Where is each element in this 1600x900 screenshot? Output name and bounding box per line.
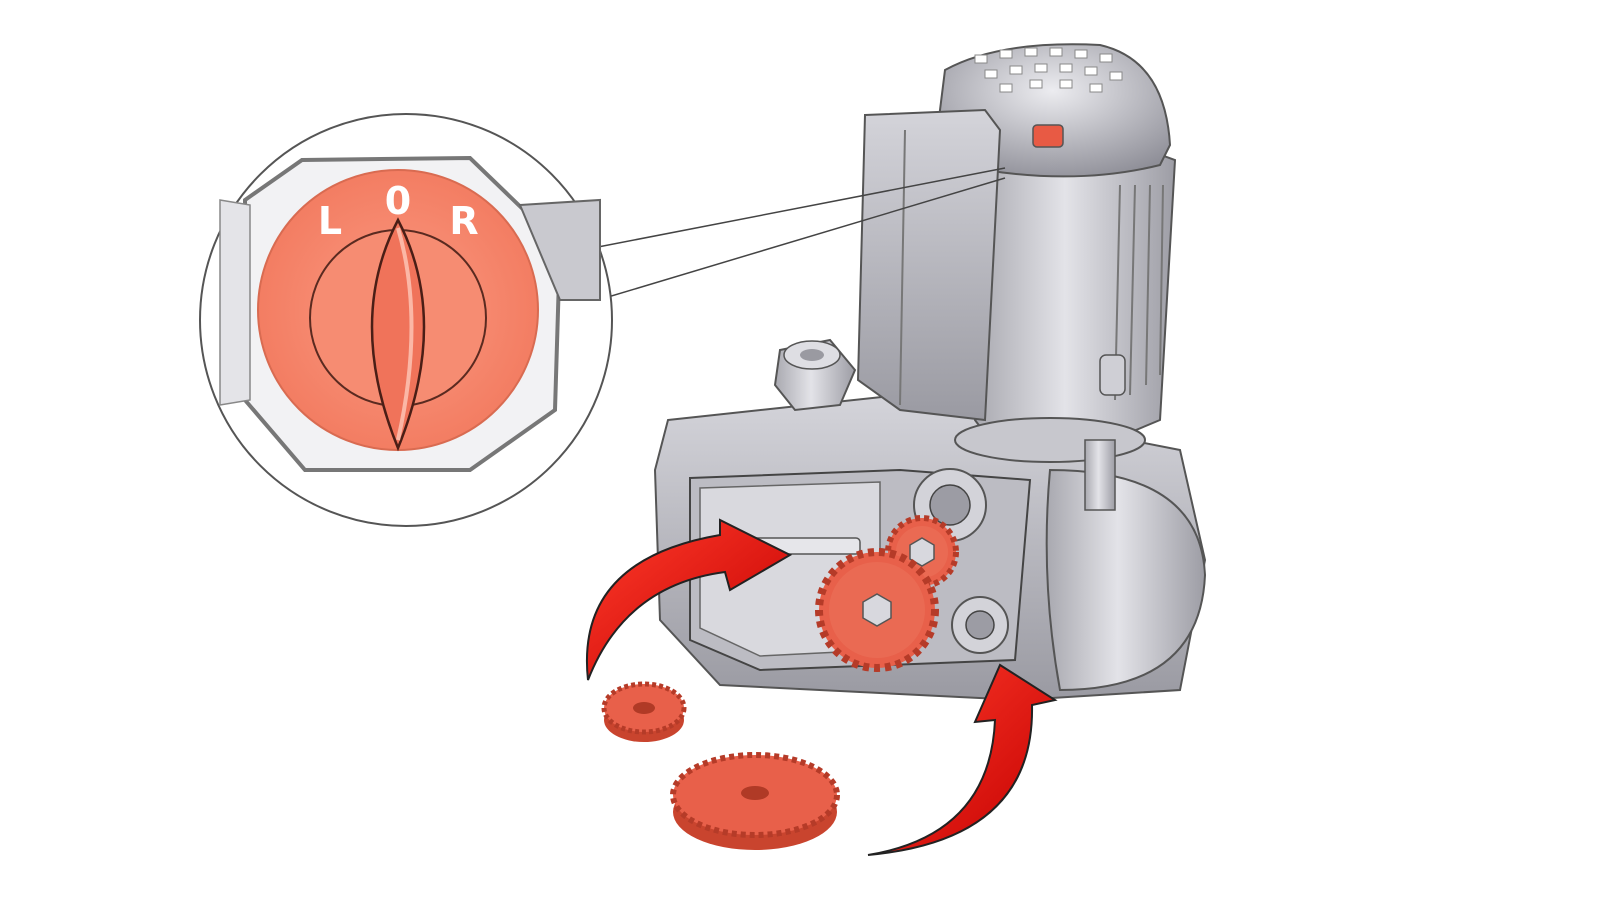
motor-selector-knob[interactable] [1032, 124, 1064, 148]
fan-cover-vents [974, 47, 1123, 93]
loose-small-gear [601, 681, 687, 742]
arrow-small-gear-in [585, 518, 793, 681]
selector-position-left: L [318, 199, 342, 243]
terminal-box [856, 108, 1002, 422]
arrow-large-gear-in [867, 663, 1058, 856]
callout-leader [597, 167, 1006, 301]
selector-position-right: R [449, 199, 478, 243]
mounted-large-gear [815, 548, 939, 672]
motor-body [973, 138, 1177, 447]
motor-flange [954, 417, 1146, 463]
selector-switch-callout: L 0 R [199, 113, 613, 527]
loose-large-gear [670, 752, 840, 850]
selector-position-off: 0 [385, 179, 411, 223]
selector-knob-pointer[interactable] [370, 217, 426, 452]
housing-right-lobe [1045, 468, 1207, 692]
